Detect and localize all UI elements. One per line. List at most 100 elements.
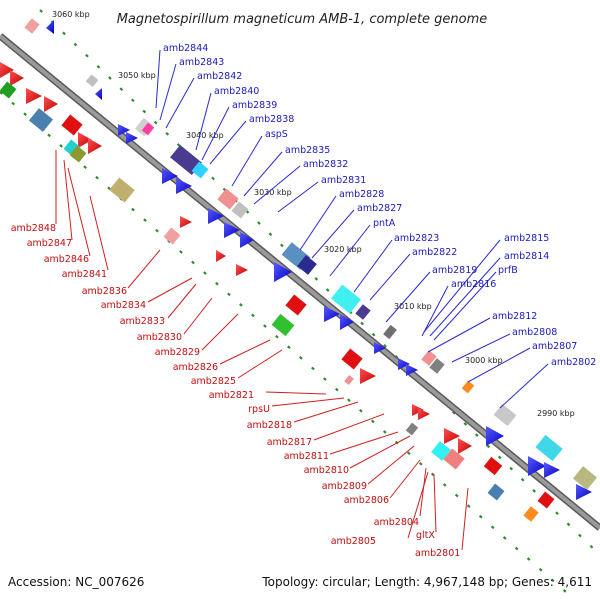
gene-label: amb2836 bbox=[82, 286, 127, 297]
gene-label: amb2809 bbox=[322, 481, 367, 492]
gene-label: amb2846 bbox=[44, 254, 89, 265]
gene-label: amb2821 bbox=[209, 390, 254, 401]
gene-label: amb2832 bbox=[303, 159, 348, 170]
kbp-label: 3010 kbp bbox=[394, 302, 432, 311]
gene-feature bbox=[162, 168, 178, 184]
gene-label: amb2842 bbox=[197, 71, 242, 82]
gene-feature bbox=[141, 122, 155, 136]
kbp-label: 3030 kbp bbox=[254, 188, 292, 197]
gene-feature bbox=[418, 408, 430, 420]
gene-feature bbox=[374, 342, 386, 354]
gene-label: rpsU bbox=[248, 404, 270, 415]
gene-label: amb2810 bbox=[304, 465, 349, 476]
gene-feature bbox=[216, 250, 226, 262]
kbp-label: 3000 kbp bbox=[465, 356, 503, 365]
gene-label: prfB bbox=[498, 265, 518, 276]
gene-feature bbox=[95, 88, 102, 100]
gene-feature bbox=[483, 456, 503, 476]
gene-feature bbox=[224, 222, 240, 238]
gene-label: amb2829 bbox=[155, 347, 200, 358]
gene-feature bbox=[340, 314, 354, 330]
gene-feature bbox=[535, 434, 563, 462]
gene-label: amb2817 bbox=[267, 437, 312, 448]
genome-summary-text: Topology: circular; Length: 4,967,148 bp… bbox=[261, 575, 592, 589]
gene-label: amb2826 bbox=[173, 362, 218, 373]
gene-feature bbox=[285, 294, 307, 316]
gene-feature bbox=[576, 484, 592, 500]
gene-label: amb2822 bbox=[412, 247, 457, 258]
gene-feature bbox=[544, 462, 560, 478]
gene-feature bbox=[383, 324, 397, 340]
gene-label: amb2847 bbox=[27, 238, 72, 249]
gene-label: amb2815 bbox=[504, 233, 549, 244]
gene-label: amb2808 bbox=[512, 327, 557, 338]
gene-feature bbox=[331, 284, 361, 314]
gene-label: amb2807 bbox=[532, 341, 577, 352]
gene-feature bbox=[109, 177, 135, 203]
gene-label: amb2825 bbox=[191, 376, 236, 387]
gene-feature bbox=[429, 358, 445, 374]
genome-backbone bbox=[0, 33, 600, 531]
gene-feature bbox=[61, 114, 83, 136]
gene-feature bbox=[398, 358, 410, 370]
gene-label: amb2841 bbox=[62, 269, 107, 280]
gene-feature bbox=[572, 466, 598, 490]
gene-feature bbox=[118, 124, 130, 136]
gene-label: amb2828 bbox=[339, 189, 384, 200]
gene-feature bbox=[355, 304, 371, 320]
gene-label: amb2816 bbox=[451, 279, 496, 290]
gene-feature bbox=[176, 178, 192, 194]
gene-feature bbox=[240, 232, 254, 248]
gene-label: amb2843 bbox=[179, 57, 224, 68]
gene-label: amb2839 bbox=[232, 100, 277, 111]
forward-strand-features bbox=[24, 18, 598, 500]
gene-feature bbox=[236, 264, 248, 276]
reverse-gene-labels: amb2848 amb2847 amb2846 amb2841 amb2836 … bbox=[11, 223, 461, 559]
gene-label: amb2823 bbox=[394, 233, 439, 244]
gene-feature bbox=[297, 255, 317, 275]
gene-feature bbox=[24, 18, 40, 34]
gene-feature bbox=[528, 456, 546, 476]
gene-feature bbox=[0, 62, 14, 78]
outer-scale-track bbox=[0, 9, 600, 600]
gene-label: amb2840 bbox=[214, 86, 259, 97]
gene-label: amb2812 bbox=[492, 311, 537, 322]
gene-feature bbox=[88, 138, 102, 154]
gene-feature bbox=[421, 350, 437, 366]
gene-feature bbox=[271, 313, 295, 337]
gene-label: amb2834 bbox=[101, 300, 146, 311]
gene-feature bbox=[69, 145, 87, 163]
gene-feature bbox=[46, 20, 54, 34]
gene-feature bbox=[461, 380, 475, 394]
gene-feature bbox=[10, 70, 24, 86]
gene-feature bbox=[78, 132, 92, 148]
map-title: Magnetospirillum magneticum AMB-1, compl… bbox=[117, 12, 488, 27]
gene-feature bbox=[360, 368, 376, 384]
kbp-labels: 3060 kbp 3050 kbp 3040 kbp 3030 kbp 3020… bbox=[52, 10, 575, 418]
gene-label: amb2827 bbox=[357, 203, 402, 214]
gene-feature bbox=[486, 426, 504, 446]
gene-feature bbox=[341, 348, 363, 370]
gene-feature bbox=[26, 88, 42, 104]
gene-label: amb2814 bbox=[504, 251, 549, 262]
gene-label: amb2830 bbox=[137, 332, 182, 343]
gene-feature bbox=[180, 216, 192, 228]
kbp-label: 3060 kbp bbox=[52, 10, 90, 19]
gene-label: amb2805 bbox=[331, 536, 376, 547]
reverse-leaders bbox=[55, 150, 469, 551]
gene-feature bbox=[443, 448, 465, 470]
gene-feature bbox=[274, 262, 292, 282]
gene-label: amb2811 bbox=[284, 451, 329, 462]
gene-feature bbox=[344, 375, 354, 385]
gene-label: amb2831 bbox=[321, 175, 366, 186]
gene-feature bbox=[28, 108, 54, 132]
gene-feature bbox=[324, 306, 340, 322]
gene-label: amb2806 bbox=[344, 495, 389, 506]
gene-label: amb2838 bbox=[249, 114, 294, 125]
kbp-label: 3040 kbp bbox=[186, 131, 224, 140]
forward-gene-labels: amb2844 amb2843 amb2842 amb2840 amb2839 … bbox=[163, 43, 596, 368]
gene-feature bbox=[231, 201, 249, 219]
gene-label: amb2819 bbox=[432, 265, 477, 276]
gene-label: gltX bbox=[416, 530, 435, 541]
gene-feature bbox=[537, 491, 555, 509]
